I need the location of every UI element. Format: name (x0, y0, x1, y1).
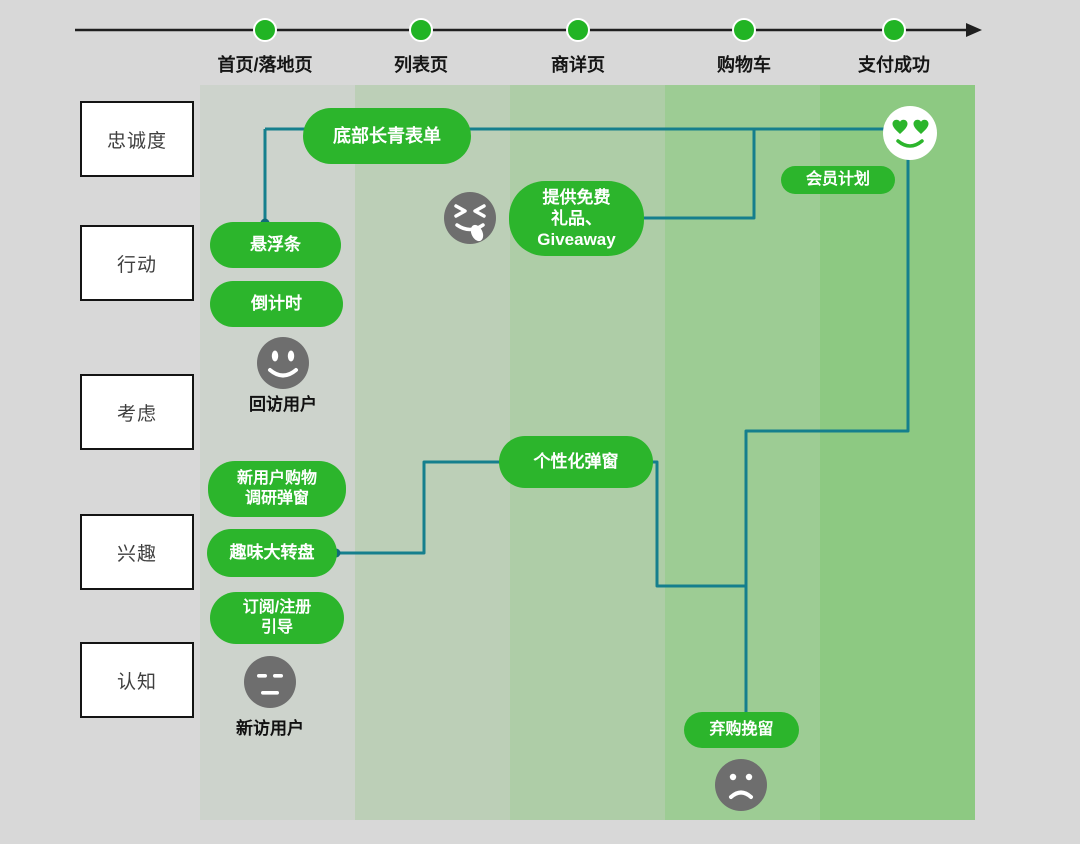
stage-column-cart (665, 85, 820, 820)
stage-column-payment (820, 85, 975, 820)
level-box-consideration: 考虑 (80, 374, 194, 450)
tactic-pill-membership-plan: 会员计划 (781, 166, 895, 194)
persona-label-returning-user: 回访用户 (249, 395, 317, 414)
tactic-pill-subscribe-guide: 订阅/注册 引导 (210, 592, 344, 644)
stage-label-product: 商详页 (551, 55, 605, 75)
tactic-pill-countdown: 倒计时 (210, 281, 343, 327)
tactic-pill-personalized-popup: 个性化弹窗 (499, 436, 653, 488)
stage-column-landing (200, 85, 355, 820)
tactic-pill-cart-abandon-retention: 弃购挽留 (684, 712, 799, 748)
level-box-action: 行动 (80, 225, 194, 301)
level-box-awareness: 认知 (80, 642, 194, 718)
tactic-pill-lucky-wheel: 趣味大转盘 (207, 529, 337, 577)
stage-label-list: 列表页 (394, 55, 448, 75)
stage-label-landing: 首页/落地页 (217, 55, 313, 75)
level-box-loyalty: 忠诚度 (80, 101, 194, 177)
timeline-axis (75, 23, 982, 37)
tactic-pill-free-gift: 提供免费 礼品、 Giveaway (509, 181, 644, 256)
tactic-pill-new-user-survey: 新用户购物 调研弹窗 (208, 461, 346, 517)
stage-column-list (355, 85, 510, 820)
timeline-stage-dots (253, 18, 906, 42)
tactic-pill-floating-bar: 悬浮条 (210, 222, 341, 268)
persona-label-new-visitor: 新访用户 (236, 719, 304, 738)
level-box-interest: 兴趣 (80, 514, 194, 590)
stage-label-cart: 购物车 (717, 55, 771, 75)
stage-label-payment: 支付成功 (858, 55, 930, 75)
tactic-pill-evergreen-form: 底部长青表单 (303, 108, 471, 164)
